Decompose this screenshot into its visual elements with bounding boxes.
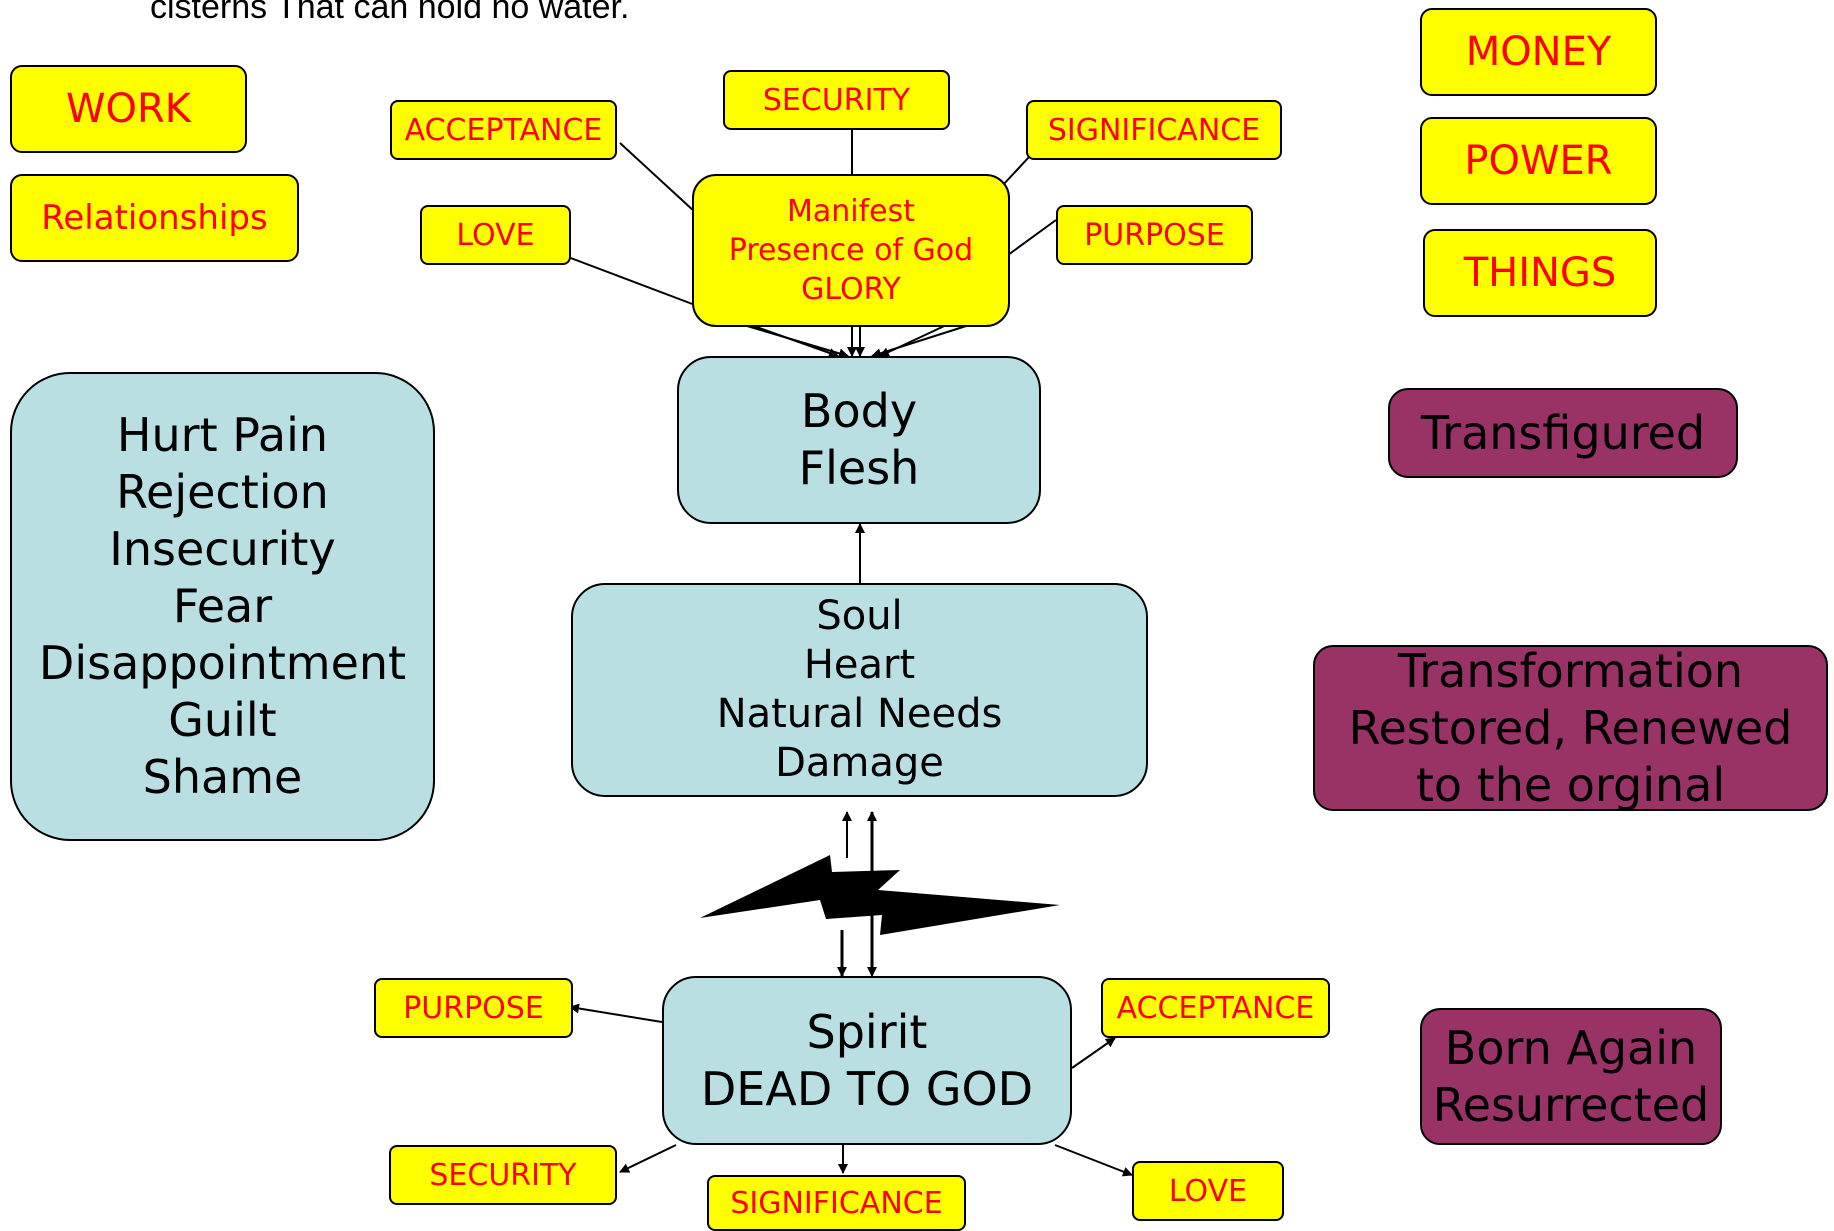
transformation-box: Transformation Restored, Renewed to the …: [1313, 643, 1828, 812]
bottom-security-box: SECURITY: [389, 1145, 617, 1205]
arrow-spirit-love: [1054, 1144, 1133, 1177]
top-acceptance-label: ACCEPTANCE: [404, 112, 603, 148]
bottom-love-box: LOVE: [1132, 1161, 1284, 1221]
bottom-significance-box: SIGNIFICANCE: [707, 1175, 966, 1231]
body-label: Body Flesh: [798, 384, 920, 495]
line-significance-glory: [1001, 155, 1031, 187]
top-significance-label: SIGNIFICANCE: [1047, 112, 1261, 148]
money-label: MONEY: [1465, 29, 1612, 75]
spirit-box: Spirit DEAD TO GOD: [662, 976, 1072, 1145]
born-again-box: Born Again Resurrected: [1420, 1008, 1722, 1145]
transfigured-box: Transfigured: [1388, 388, 1738, 478]
lightning-bolt-icon: [700, 855, 1060, 935]
line-purpose-glory: [1007, 219, 1057, 256]
top-security-box: SECURITY: [723, 70, 950, 130]
relationships-label: Relationships: [41, 198, 268, 238]
arrow-spirit-security: [619, 1144, 677, 1173]
wounds-label: Hurt Pain Rejection Insecurity Fear Disa…: [38, 408, 407, 804]
top-love-box: LOVE: [420, 205, 571, 265]
things-box: THINGS: [1423, 229, 1657, 317]
top-love-label: LOVE: [456, 217, 535, 253]
things-label: THINGS: [1463, 250, 1617, 296]
work-box: WORK: [10, 65, 247, 153]
top-purpose-label: PURPOSE: [1084, 217, 1225, 253]
top-acceptance-box: ACCEPTANCE: [390, 100, 617, 160]
glory-box: Manifest Presence of God GLORY: [692, 174, 1010, 327]
bottom-purpose-box: PURPOSE: [374, 978, 573, 1038]
spirit-label: Spirit DEAD TO GOD: [700, 1004, 1034, 1116]
work-label: WORK: [65, 86, 192, 132]
glory-label: Manifest Presence of God GLORY: [728, 194, 974, 307]
soul-box: Soul Heart Natural Needs Damage: [571, 583, 1148, 797]
line-love-glory: [567, 256, 696, 306]
arrow-spirit-acceptance: [1071, 1037, 1116, 1069]
arrow-spirit-purpose: [569, 1003, 663, 1023]
power-box: POWER: [1420, 117, 1657, 205]
caption-text: cisterns That can hold no water.: [150, 0, 630, 26]
line-acceptance-glory: [619, 142, 696, 213]
bottom-love-label: LOVE: [1168, 1173, 1248, 1209]
transfigured-label: Transfigured: [1420, 406, 1706, 460]
top-purpose-box: PURPOSE: [1056, 205, 1253, 265]
money-box: MONEY: [1420, 8, 1657, 96]
top-security-label: SECURITY: [762, 82, 911, 118]
soul-label: Soul Heart Natural Needs Damage: [716, 593, 1003, 786]
top-significance-box: SIGNIFICANCE: [1026, 100, 1282, 160]
born-again-label: Born Again Resurrected: [1432, 1020, 1710, 1132]
body-box: Body Flesh: [677, 356, 1041, 524]
bottom-purpose-label: PURPOSE: [403, 990, 544, 1026]
relationships-box: Relationships: [10, 174, 299, 262]
bottom-significance-label: SIGNIFICANCE: [730, 1185, 943, 1221]
bottom-acceptance-box: ACCEPTANCE: [1101, 978, 1330, 1038]
bottom-acceptance-label: ACCEPTANCE: [1116, 990, 1315, 1026]
transformation-label: Transformation Restored, Renewed to the …: [1348, 643, 1793, 812]
wounds-box: Hurt Pain Rejection Insecurity Fear Disa…: [10, 372, 435, 841]
power-label: POWER: [1464, 138, 1613, 184]
bottom-security-label: SECURITY: [429, 1157, 577, 1193]
